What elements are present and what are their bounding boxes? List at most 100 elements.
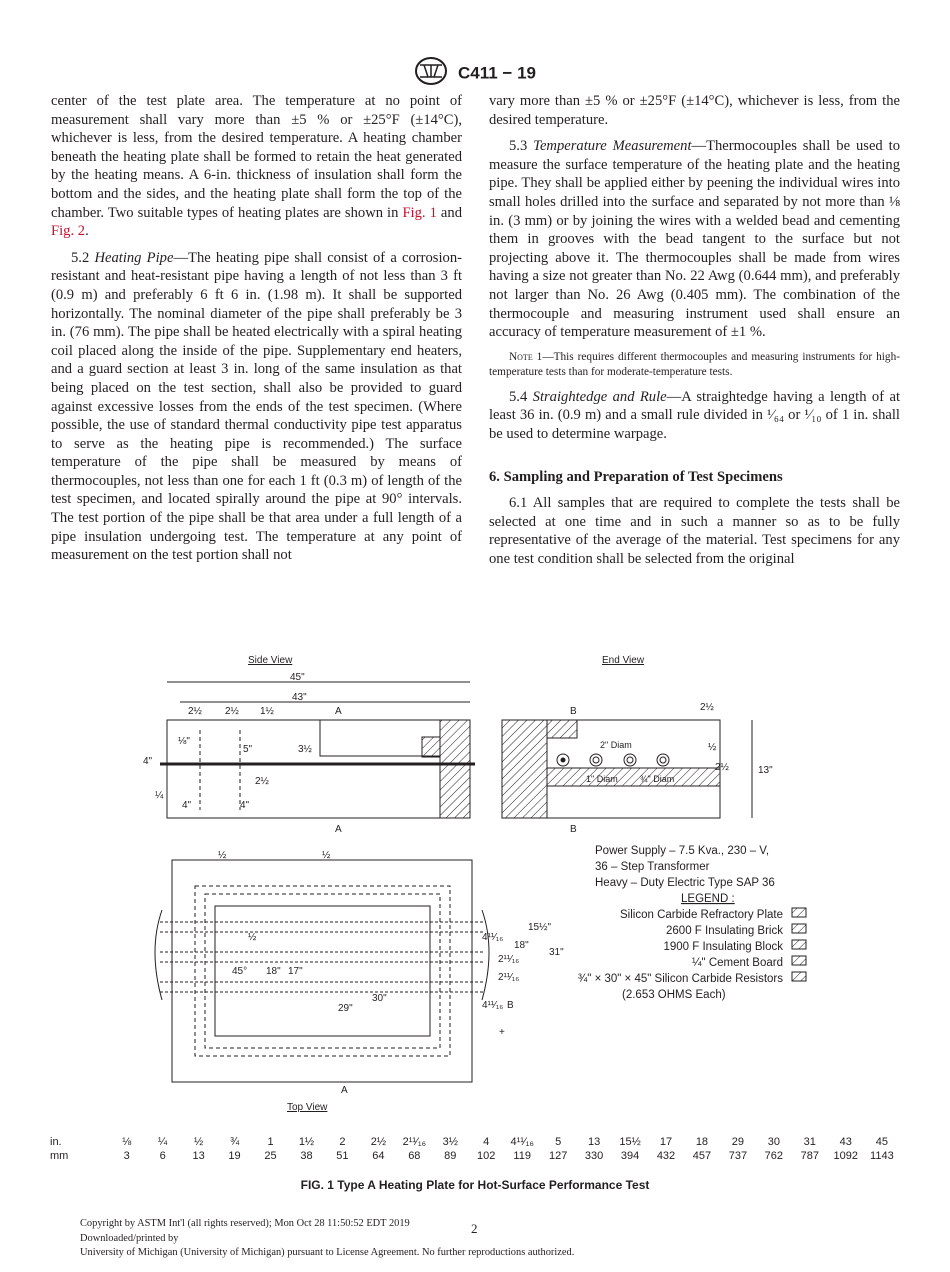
side-view-label: Side View (248, 655, 293, 666)
inch-cell: 30 (767, 1136, 780, 1148)
mm-cell: 25 (264, 1150, 277, 1162)
mm-cell: 68 (408, 1150, 421, 1162)
note-label: Note 1 (509, 350, 543, 363)
inch-cell: 43 (839, 1136, 852, 1148)
mm-cell: 762 (764, 1150, 784, 1162)
dim-3-5: 3½ (298, 744, 313, 755)
dim-4-bottom-a: 4" (182, 800, 192, 811)
mm-cell: 330 (584, 1150, 604, 1162)
plus-mark: + (499, 1027, 505, 1038)
dim-1-2-top-a: ½ (218, 850, 227, 861)
dim-30: 30" (372, 993, 387, 1004)
section-6-1: 6.1 All samples that are required to com… (489, 495, 900, 567)
inch-cell: 4¹¹⁄₁₆ (510, 1136, 534, 1148)
section-b-top: B (570, 706, 577, 717)
dim-31: 31" (549, 947, 564, 958)
dim-1-diam: 1" Diam (586, 774, 618, 784)
legend-title: LEGEND : (681, 893, 735, 905)
dim-2-5-end-b: 2½ (715, 762, 730, 773)
paragraph-text: and (436, 204, 462, 221)
mm-cell: 6 (159, 1150, 166, 1162)
section-number: 5.4 (509, 388, 533, 405)
power-supply-line1: Power Supply – 7.5 Kva., 230 – V, (595, 845, 769, 857)
inch-cell: 15½ (619, 1136, 641, 1148)
note-text: —This requires different thermocouples a… (489, 350, 900, 378)
astm-logo-icon (414, 56, 448, 91)
dim-17: 17" (288, 966, 303, 977)
section-6-heading: 6. Sampling and Preparation of Test Spec… (489, 468, 783, 485)
dim-4-11-b: 4¹¹⁄₁₆ (482, 1000, 503, 1011)
section-5-2: 5.2 Heating Pipe—The heating pipe shall … (51, 249, 462, 565)
mm-cell: 64 (372, 1150, 385, 1162)
inch-cell: 31 (803, 1136, 816, 1148)
mm-cell: 737 (728, 1150, 748, 1162)
fig1-link[interactable]: Fig. 1 (402, 204, 437, 221)
section-number: 5.3 (509, 138, 534, 155)
paragraph-text: —The heating pipe shall consist of a cor… (51, 249, 462, 564)
paragraph-text: . (85, 223, 89, 240)
mm-cell: 119 (513, 1150, 531, 1162)
mm-cell: 1143 (870, 1150, 894, 1162)
page-header: C411 − 19 (0, 56, 950, 91)
section-a-bottom: A (335, 824, 342, 835)
section-5-3: 5.3 Temperature Measurement—Thermocouple… (489, 137, 900, 342)
dim-4-bottom-b: 4" (240, 800, 250, 811)
dim-13: 13" (758, 765, 773, 776)
inch-cell: 2 (339, 1136, 346, 1148)
dim-1-2-top-c: ½ (248, 932, 257, 943)
inch-cell: 1½ (298, 1136, 315, 1148)
dim-18-right: 18" (514, 940, 529, 951)
section-a-top-view: A (341, 1085, 348, 1096)
legend-item-4: ¼" Cement Board (692, 957, 783, 969)
mm-cell: 89 (444, 1150, 457, 1162)
dim-2-5c: 2½ (255, 776, 270, 787)
mm-cell: 102 (477, 1150, 496, 1162)
dim-45-deg: 45° (232, 966, 247, 977)
inch-cell: 17 (659, 1136, 673, 1148)
inch-cell: 29 (731, 1136, 745, 1148)
dim-2-5b: 2½ (225, 706, 240, 717)
dim-2-5a: 2½ (188, 706, 203, 717)
inch-cell: 3½ (442, 1136, 458, 1148)
dim-4-left: 4" (143, 756, 153, 767)
dim-3-4-diam: ¾" Diam (640, 774, 674, 784)
dim-18-top: 18" (266, 966, 281, 977)
mm-cell: 51 (336, 1150, 349, 1162)
dim-43: 43" (292, 692, 307, 703)
section-b-top-view: B (507, 1000, 514, 1011)
page-number: 2 (471, 1221, 478, 1236)
dim-5: 5" (243, 744, 253, 755)
mm-cell: 19 (228, 1150, 241, 1162)
section-title: Straightedge and Rule (532, 388, 667, 405)
inch-cell: ¾ (229, 1136, 240, 1148)
footer-line: Downloaded/printed by (80, 1232, 179, 1244)
in-label: in. (50, 1136, 62, 1148)
top-view-label: Top View (287, 1102, 328, 1113)
paragraph: vary more than ±5 % or ±25°F (±14°C), wh… (489, 93, 900, 128)
mm-cell: 432 (656, 1150, 676, 1162)
dim-45: 45" (290, 672, 305, 683)
note-1: Note 1—This requires different thermocou… (489, 350, 900, 380)
inch-cell: 18 (695, 1136, 709, 1148)
section-title: Temperature Measurement (533, 138, 692, 155)
legend-item-5: ¾" × 30" × 45" Silicon Carbide Resistors (578, 973, 784, 985)
mm-cell: 13 (192, 1150, 205, 1162)
figure-caption: FIG. 1 Type A Heating Plate for Hot-Surf… (300, 1178, 650, 1192)
mm-cell: 3 (123, 1150, 130, 1162)
paragraph-text: —A straightedge having a length of at le… (489, 388, 901, 442)
legend-item-1: Silicon Carbide Refractory Plate (620, 909, 783, 921)
legend-item-6: (2.653 OHMS Each) (622, 989, 726, 1001)
power-supply-line3: Heavy – Duty Electric Type SAP 36 (595, 877, 775, 889)
paragraph: center of the test plate area. The tempe… (51, 92, 462, 241)
left-column: center of the test plate area. The tempe… (51, 92, 462, 573)
inch-cell: 5 (555, 1136, 562, 1148)
mm-cell: 1092 (833, 1150, 858, 1162)
mm-label: mm (50, 1150, 69, 1162)
dim-1-2-end: ½ (708, 742, 717, 753)
section-b-bottom: B (570, 824, 577, 835)
fig2-link[interactable]: Fig. 2 (51, 223, 86, 240)
dim-29: 29" (338, 1003, 353, 1014)
